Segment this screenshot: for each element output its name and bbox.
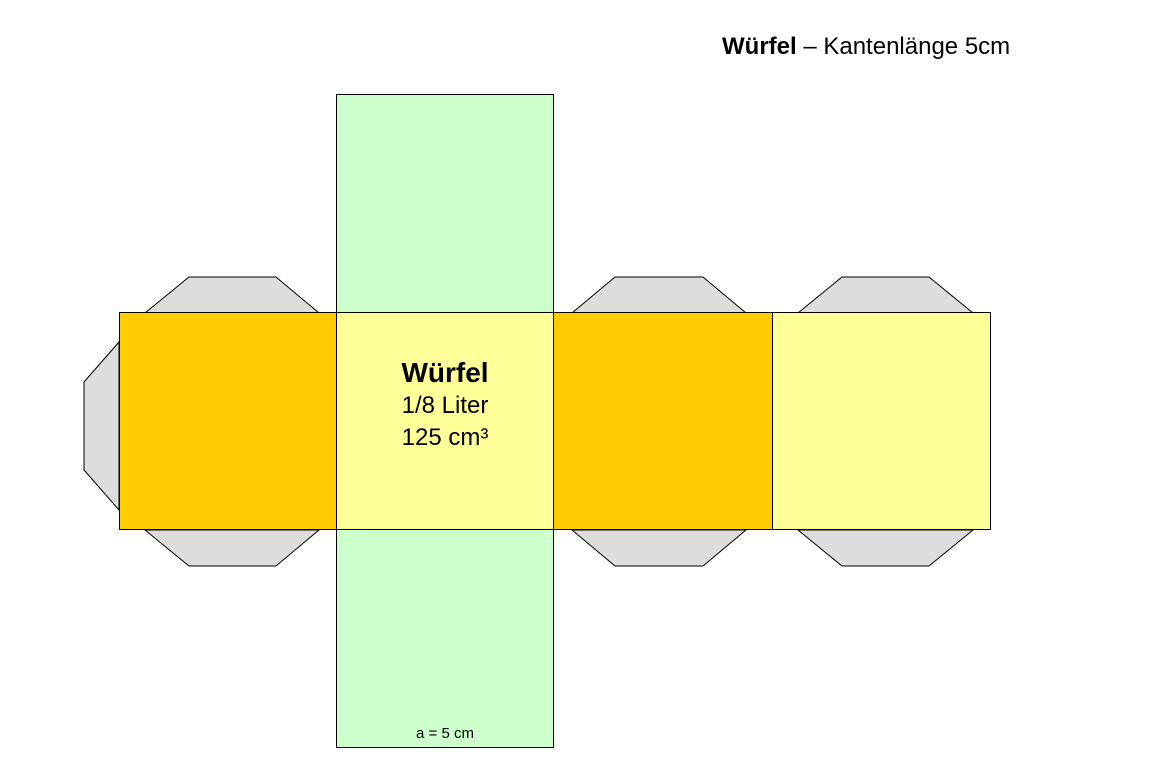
glue-flap-bottom-4 (796, 529, 975, 567)
volume-liter: 1/8 Liter (401, 392, 489, 419)
face-back (772, 312, 991, 530)
face-front (336, 312, 554, 530)
glue-flap-top-4 (796, 276, 975, 314)
glue-flap-top-3 (570, 276, 748, 314)
volume-cm: 125 cm³ (401, 424, 489, 451)
face-name: Würfel (401, 357, 489, 388)
face-bottom (336, 529, 554, 748)
glue-flap-bottom-1 (143, 529, 321, 567)
glue-flap-bottom-3 (570, 529, 748, 567)
face-right (553, 312, 773, 530)
face-left (119, 312, 337, 530)
center-face-label: Würfel 1/8 Liter 125 cm³ (337, 356, 553, 454)
glue-flap-left (83, 340, 120, 512)
face-top (336, 94, 554, 313)
glue-flap-top-1 (143, 276, 321, 314)
title-rest: – Kantenlänge 5cm (796, 33, 1011, 60)
page-title: Würfel – Kantenlänge 5cm (722, 33, 1010, 61)
edge-length-label: a = 5 cm (416, 725, 474, 742)
title-bold: Würfel (722, 33, 797, 60)
